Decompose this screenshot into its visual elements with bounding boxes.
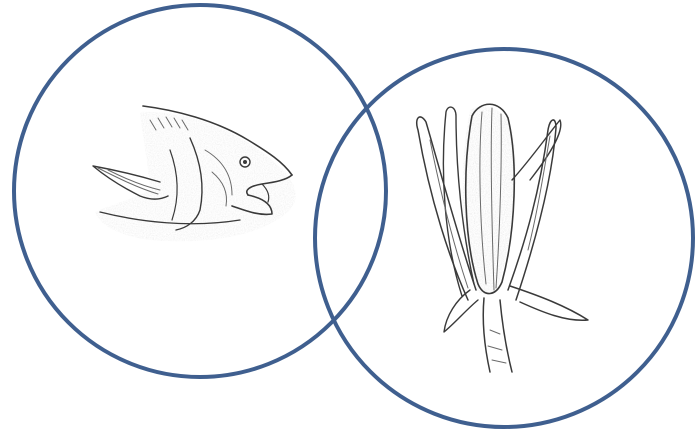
corn-cob-sketch-icon	[417, 104, 588, 372]
fish-head-sketch-icon	[93, 106, 296, 241]
